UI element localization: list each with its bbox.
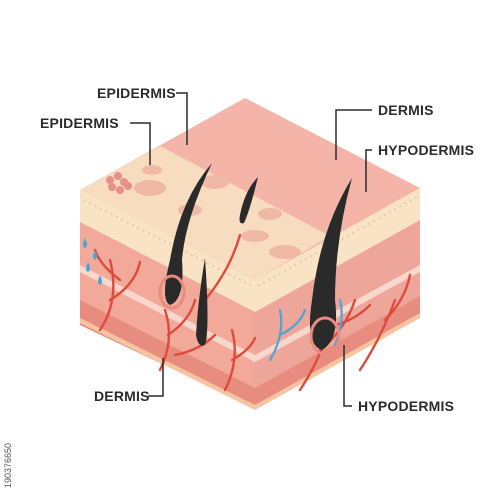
stock-id-text: 190376650 [3,443,13,488]
leader-lines [130,92,372,407]
epidermis-label-secondary: EPIDERMIS [40,115,119,131]
leader-dermis-top [335,109,372,160]
dermis-label-top: DERMIS [378,102,434,118]
follicle-bulb-1 [158,274,186,310]
dermis-stripe-right [255,265,420,362]
hypodermis-base-left [80,318,255,410]
hair-follicle-1 [165,163,212,305]
hypodermis-label-bottom: HYPODERMIS [358,398,455,414]
sweat-drops [83,238,102,285]
exposed-epidermis-top [80,146,330,280]
hypodermis-band-right [255,296,420,408]
veins [268,298,343,362]
leader-epidermis-2 [130,122,151,165]
hair-follicles [158,163,352,356]
pore-cluster [106,172,132,194]
hair-follicle-3 [309,178,352,350]
leader-hypodermis-bottom [343,345,352,407]
hair-follicle-4 [196,258,208,346]
dermis-label-bottom: DERMIS [94,388,150,404]
stock-id-vertical-text: 190376650 [3,443,13,488]
cell-clusters [134,165,301,259]
hypodermis-label-top: HYPODERMIS [378,142,475,158]
follicle-bulb-3 [309,316,341,356]
epidermis-layer-left [80,190,255,312]
hair-follicle-2 [239,177,258,224]
epidermis-label-primary: EPIDERMIS [97,85,176,101]
leader-epidermis-1 [176,92,188,145]
leader-hypodermis-top [365,149,372,192]
leader-dermis-bottom [148,358,164,397]
hypodermis-band-left [80,300,255,408]
